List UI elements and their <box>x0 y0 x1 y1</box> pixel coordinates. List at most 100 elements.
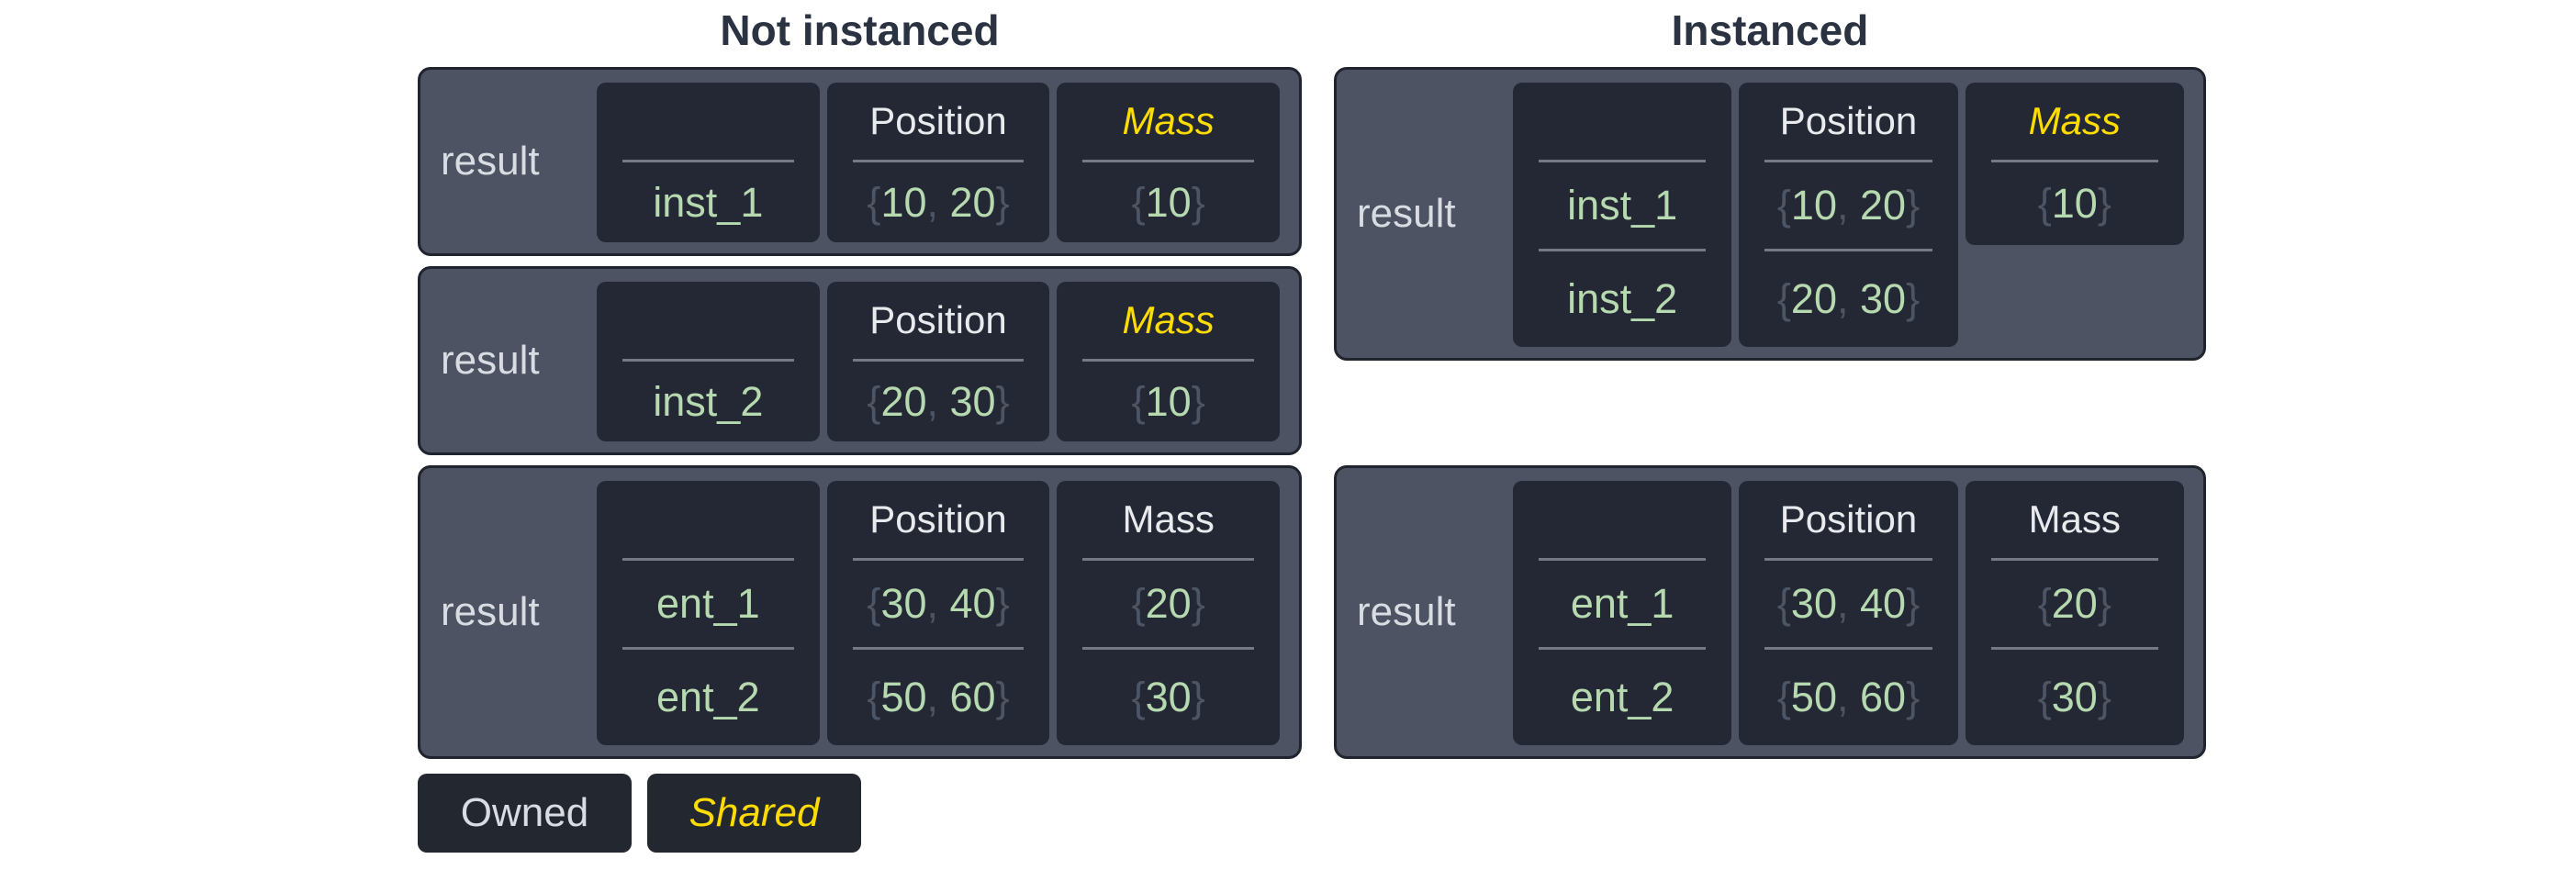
value-punctuation: { <box>1131 377 1146 425</box>
entity-name: inst_1 <box>597 162 820 242</box>
legend: Owned Shared <box>418 774 861 853</box>
value-punctuation: , <box>926 178 939 226</box>
value-text: inst_1 <box>653 178 764 226</box>
position-column: Position {30, 40} {50, 60} <box>826 481 1050 745</box>
value-text: 30 <box>1790 580 1837 627</box>
mass-value: {10} <box>1057 162 1280 242</box>
value-punctuation: } <box>1906 182 1921 229</box>
names-header <box>1513 83 1731 160</box>
entity-name: inst_2 <box>1513 251 1731 347</box>
divider <box>852 359 1025 362</box>
position-header: Position <box>1779 99 1918 142</box>
value-text: 10 <box>2051 180 2098 227</box>
position-value: {50, 60} <box>1739 650 1957 745</box>
value-text: ent_2 <box>656 674 760 720</box>
divider <box>1764 647 1932 650</box>
value-punctuation: { <box>867 674 881 720</box>
value-text: ent_1 <box>1570 580 1674 627</box>
divider <box>622 647 794 650</box>
card-group: ent_1 ent_2 Position {30, 40} {50, 60} M… <box>1513 468 2203 756</box>
value-text: 40 <box>1848 580 1907 627</box>
value-text: 20 <box>1790 275 1837 322</box>
mass-value: {10} <box>1057 362 1280 441</box>
value-text: 60 <box>1848 674 1907 720</box>
value-text: 30 <box>1145 674 1192 720</box>
names-header <box>597 83 820 160</box>
value-text: 20 <box>1848 182 1907 229</box>
divider <box>1082 647 1255 650</box>
value-punctuation: , <box>1836 674 1849 720</box>
mass-column: Mass {20} {30} <box>1057 481 1281 745</box>
value-text: 10 <box>1145 178 1192 226</box>
value-punctuation: { <box>867 580 881 627</box>
value-punctuation: { <box>1776 275 1791 322</box>
mass-header: Mass <box>1122 497 1215 541</box>
value-punctuation: { <box>2037 580 2052 627</box>
value-text: 20 <box>1145 580 1192 627</box>
divider <box>1539 558 1707 561</box>
value-punctuation: { <box>1131 178 1146 226</box>
names-header <box>597 282 820 359</box>
mass-header: Mass <box>1122 298 1215 341</box>
value-punctuation: } <box>995 674 1010 720</box>
position-header: Position <box>1779 497 1918 541</box>
result-label: result <box>441 338 540 383</box>
value-punctuation: } <box>995 377 1010 425</box>
names-column: inst_1 inst_2 <box>1513 83 1732 347</box>
result-box-inst-1: result inst_1 Position {10, 20} Mass {10… <box>418 67 1302 256</box>
value-punctuation: } <box>2097 580 2111 627</box>
result-label: result <box>441 589 540 634</box>
value-text: 30 <box>880 580 927 627</box>
value-punctuation: } <box>995 178 1010 226</box>
mass-value: {30} <box>1057 650 1280 745</box>
instanced-column: Instanced result inst_1 inst_2 Position … <box>1334 0 2206 870</box>
value-text: inst_2 <box>1567 275 1678 322</box>
value-text: 10 <box>1145 377 1192 425</box>
mass-column-shared: Mass {10} <box>1965 83 2184 245</box>
mass-column: Mass {10} <box>1057 83 1281 242</box>
divider <box>622 359 794 362</box>
value-text: 40 <box>938 580 996 627</box>
divider <box>1539 249 1707 251</box>
mass-value: {20} <box>1966 561 2184 647</box>
position-value: {10, 20} <box>827 162 1050 242</box>
value-punctuation: , <box>1836 580 1849 627</box>
position-header: Position <box>869 99 1007 142</box>
value-text: 10 <box>1790 182 1837 229</box>
position-column: Position {10, 20} {20, 30} <box>1739 83 1958 347</box>
position-value: {20, 30} <box>1739 251 1957 347</box>
position-value: {20, 30} <box>827 362 1050 441</box>
names-header <box>597 481 820 558</box>
value-text: ent_1 <box>656 580 760 627</box>
divider <box>852 558 1025 561</box>
value-text: 50 <box>1790 674 1837 720</box>
value-punctuation: { <box>1776 580 1791 627</box>
value-punctuation: } <box>1191 674 1205 720</box>
entity-name: ent_2 <box>1513 650 1731 745</box>
legend-shared: Shared <box>647 774 861 853</box>
mass-value: {20} <box>1057 561 1280 647</box>
names-header <box>1513 481 1731 558</box>
value-punctuation: } <box>2097 674 2111 720</box>
result-box-entities: result ent_1 ent_2 Position {30, 40} {50… <box>418 465 1302 759</box>
entity-name: inst_1 <box>1513 162 1731 249</box>
value-punctuation: { <box>1131 674 1146 720</box>
entity-name: inst_2 <box>597 362 820 441</box>
value-text: ent_2 <box>1570 674 1674 720</box>
value-punctuation: { <box>1776 674 1791 720</box>
position-column: Position {10, 20} <box>826 83 1050 242</box>
position-value: {50, 60} <box>827 650 1050 745</box>
divider <box>1082 160 1255 162</box>
value-punctuation: } <box>1906 275 1921 322</box>
value-punctuation: { <box>867 178 881 226</box>
value-text: 60 <box>938 674 996 720</box>
position-column: Position {30, 40} {50, 60} <box>1739 481 1958 745</box>
mass-header: Mass <box>2028 99 2121 142</box>
value-punctuation: } <box>1191 377 1205 425</box>
legend-owned: Owned <box>418 774 632 853</box>
result-label: result <box>441 139 540 184</box>
instanced-title: Instanced <box>1671 6 1869 54</box>
divider <box>852 160 1025 162</box>
entity-name: ent_1 <box>1513 561 1731 647</box>
